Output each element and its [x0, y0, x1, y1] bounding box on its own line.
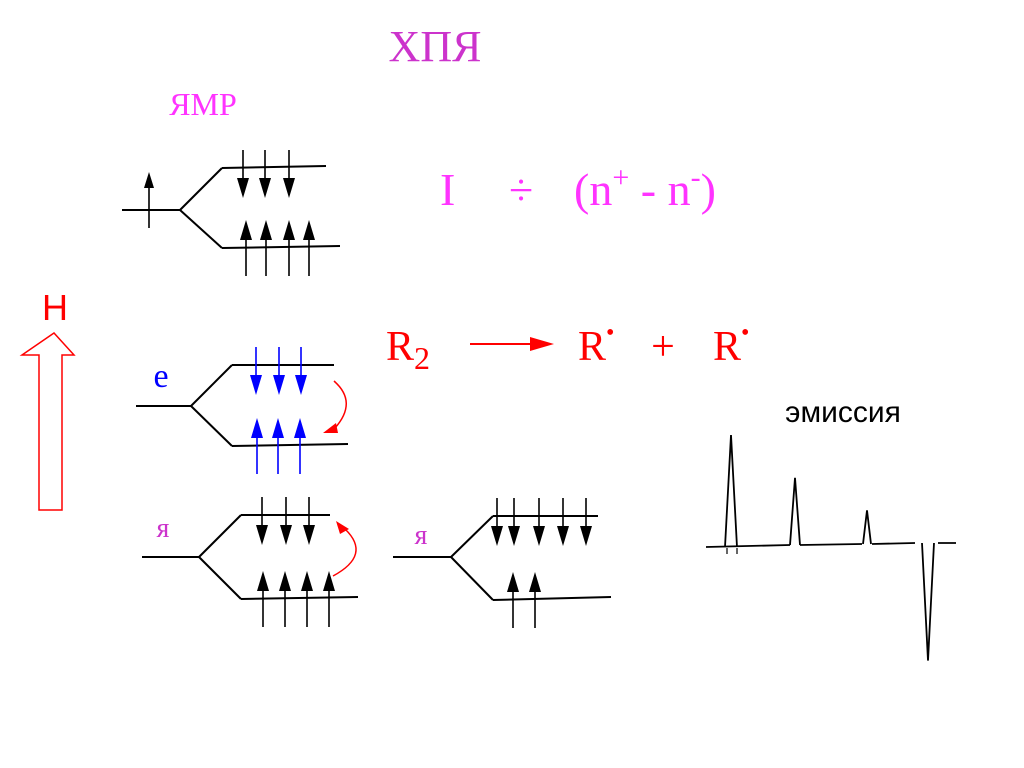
electron-level-diagram: [136, 347, 349, 474]
intensity-formula: I ÷ (n+ - n-): [440, 161, 716, 215]
single-spin-arrow-head: [144, 172, 154, 188]
formula-minus-superscript: -: [691, 161, 701, 194]
spin-down-arrow-head: [273, 375, 285, 395]
svg-text:R2: R2: [386, 324, 430, 376]
spin-down-arrow-head: [283, 178, 295, 198]
split-line-upper: [190, 364, 233, 407]
svg-text:R•: R•: [578, 320, 614, 370]
spectrum-line: [862, 510, 872, 545]
field-direction-arrow: [19, 332, 76, 511]
spin-up-arrow-head: [279, 571, 291, 591]
spin-up-arrow-head: [301, 571, 313, 591]
spin-down-arrow-head: [256, 525, 268, 545]
spectrum-line: [789, 477, 801, 546]
split-line-lower: [198, 556, 242, 600]
spin-up-arrow-head: [257, 571, 269, 591]
spin-up-arrow-head: [529, 572, 541, 592]
spin-up-arrow-head: [260, 220, 272, 240]
spectrum-line: [921, 542, 935, 661]
spin-up-arrow-head: [240, 220, 252, 240]
spin-down-arrow-head: [491, 526, 503, 546]
spin-down-arrow-head: [508, 526, 520, 546]
spectrum-line: [724, 434, 738, 548]
nmr-label: ЯМР: [169, 86, 237, 122]
spectrum-baseline: [871, 542, 916, 545]
nucleus-label-1: я: [157, 513, 170, 544]
spin-down-arrow-head: [533, 526, 545, 546]
spin-down-arrow-head: [557, 526, 569, 546]
formula-minus-n: - n: [629, 164, 690, 215]
reactant: R: [386, 324, 414, 370]
split-line-upper: [179, 167, 223, 211]
product-radical-2: R: [713, 324, 741, 370]
emission-spectrum: [705, 434, 956, 661]
emission-label: эмиссия: [785, 396, 901, 429]
spin-down-arrow-head: [580, 526, 592, 546]
reaction-equation: R2 R• + R•: [386, 320, 749, 376]
electron-transition-arrow-head: [323, 423, 338, 433]
nucleus-level-diagram-2: [393, 498, 612, 628]
svg-text:(n+ - n-): (n+ - n-): [574, 161, 716, 215]
product-radical-1: R: [578, 324, 606, 370]
reaction-plus: +: [651, 324, 675, 370]
nucleus-label-2: я: [415, 520, 428, 551]
lower-level-line: [221, 245, 341, 249]
lower-level-line: [492, 596, 612, 601]
svg-text:÷: ÷: [509, 166, 533, 215]
spin-up-arrow-head: [507, 572, 519, 592]
spin-down-arrow-head: [295, 375, 307, 395]
spectrum-baseline: [799, 543, 863, 546]
electron-transition-arrow: [333, 380, 347, 429]
spin-up-arrow-head: [251, 418, 263, 438]
split-line-lower: [190, 405, 233, 447]
svg-text:R•: R•: [713, 320, 749, 370]
spin-up-arrow-head: [283, 220, 295, 240]
radical-dot-1: •: [606, 320, 614, 346]
upper-level-line: [221, 165, 327, 169]
spin-down-arrow-head: [280, 525, 292, 545]
spin-up-arrow-head: [303, 220, 315, 240]
field-label: H: [42, 287, 68, 328]
split-line-lower: [179, 209, 223, 249]
lower-level-line: [240, 596, 359, 600]
reactant-subscript: 2: [414, 340, 430, 376]
lower-level-line: [231, 443, 349, 447]
page-title: ХПЯ: [389, 22, 482, 71]
spin-down-arrow-head: [237, 178, 249, 198]
electron-label: e: [153, 358, 168, 395]
spin-up-arrow-head: [272, 418, 284, 438]
spin-down-arrow-head: [250, 375, 262, 395]
nucleus-transition-arrow-head: [336, 521, 349, 534]
proportional-sign: ÷: [509, 166, 533, 215]
spin-down-arrow-head: [303, 525, 315, 545]
spin-up-arrow-head: [323, 571, 335, 591]
spin-down-arrow-head: [259, 178, 271, 198]
split-line-upper: [198, 514, 242, 558]
svg-text:I: I: [440, 164, 455, 215]
split-line-upper: [450, 515, 494, 558]
nucleus-level-diagram-1: [142, 497, 359, 627]
split-line-lower: [450, 556, 494, 601]
nucleus-transition-arrow: [332, 528, 357, 577]
formula-close: ): [701, 164, 716, 215]
formula-open: (n: [574, 164, 612, 215]
intensity-symbol: I: [440, 164, 455, 215]
spectrum-baseline: [705, 544, 791, 548]
svg-text:+: +: [651, 324, 675, 370]
nmr-level-diagram: [122, 150, 341, 276]
radical-dot-2: •: [741, 320, 749, 346]
reaction-arrow-head: [530, 337, 554, 351]
formula-plus-superscript: +: [612, 161, 629, 194]
spin-up-arrow-head: [294, 418, 306, 438]
